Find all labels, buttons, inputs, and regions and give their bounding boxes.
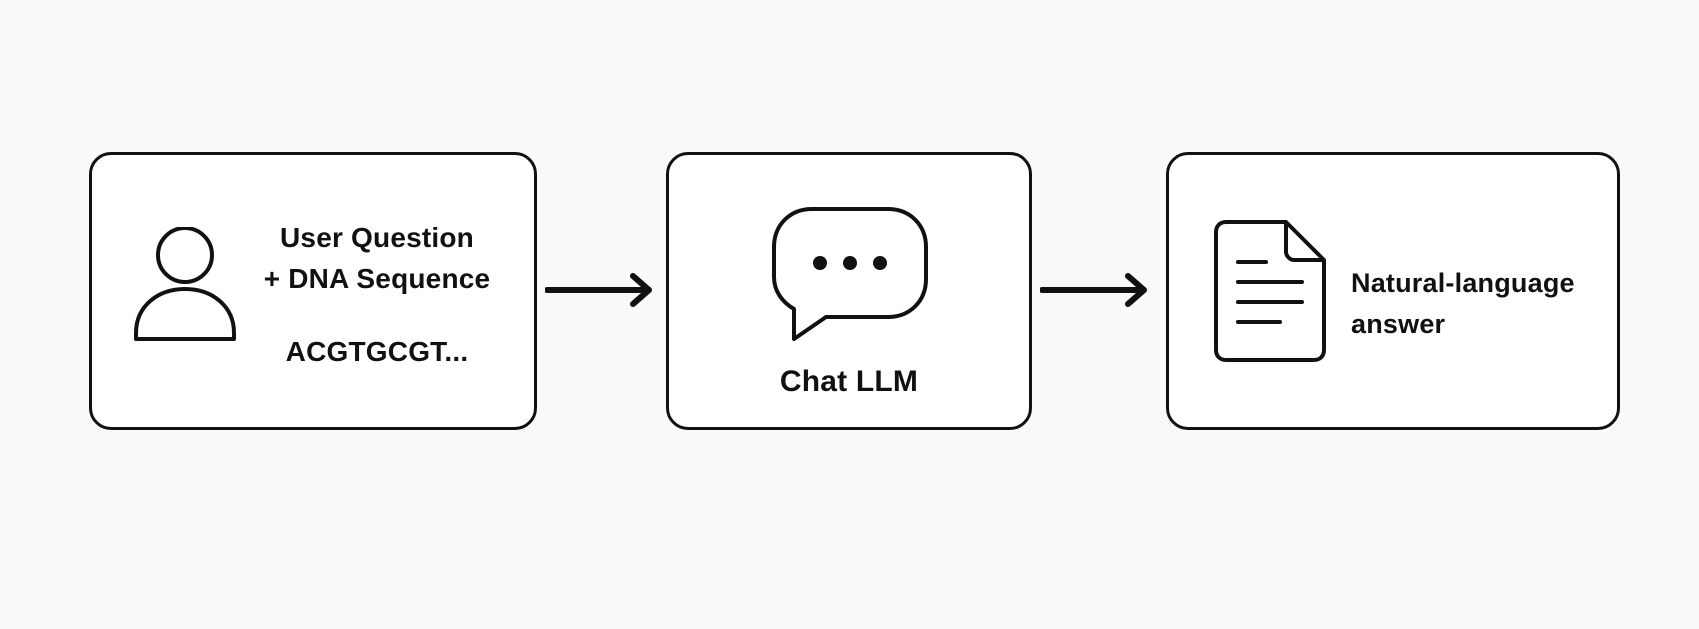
input-title-line-1: User Question <box>280 222 474 253</box>
user-icon <box>134 227 236 341</box>
input-title: User Question + DNA Sequence <box>242 217 512 299</box>
input-box: User Question + DNA Sequence ACGTGCGT... <box>89 152 537 430</box>
chat-bubble-icon <box>772 207 928 341</box>
llm-box: Chat LLM <box>666 152 1032 430</box>
input-title-line-2: + DNA Sequence <box>263 263 491 294</box>
output-box: Natural-language answer <box>1166 152 1620 430</box>
output-label-line-2: answer <box>1351 309 1446 339</box>
output-label: Natural-language answer <box>1351 263 1601 345</box>
dna-sequence: ACGTGCGT... <box>285 336 469 367</box>
llm-label: Chat LLM <box>779 365 919 398</box>
output-label-line-1: Natural-language <box>1351 268 1575 298</box>
right-arrow <box>545 273 652 307</box>
right-arrow <box>1040 273 1147 307</box>
document-icon <box>1214 220 1326 362</box>
